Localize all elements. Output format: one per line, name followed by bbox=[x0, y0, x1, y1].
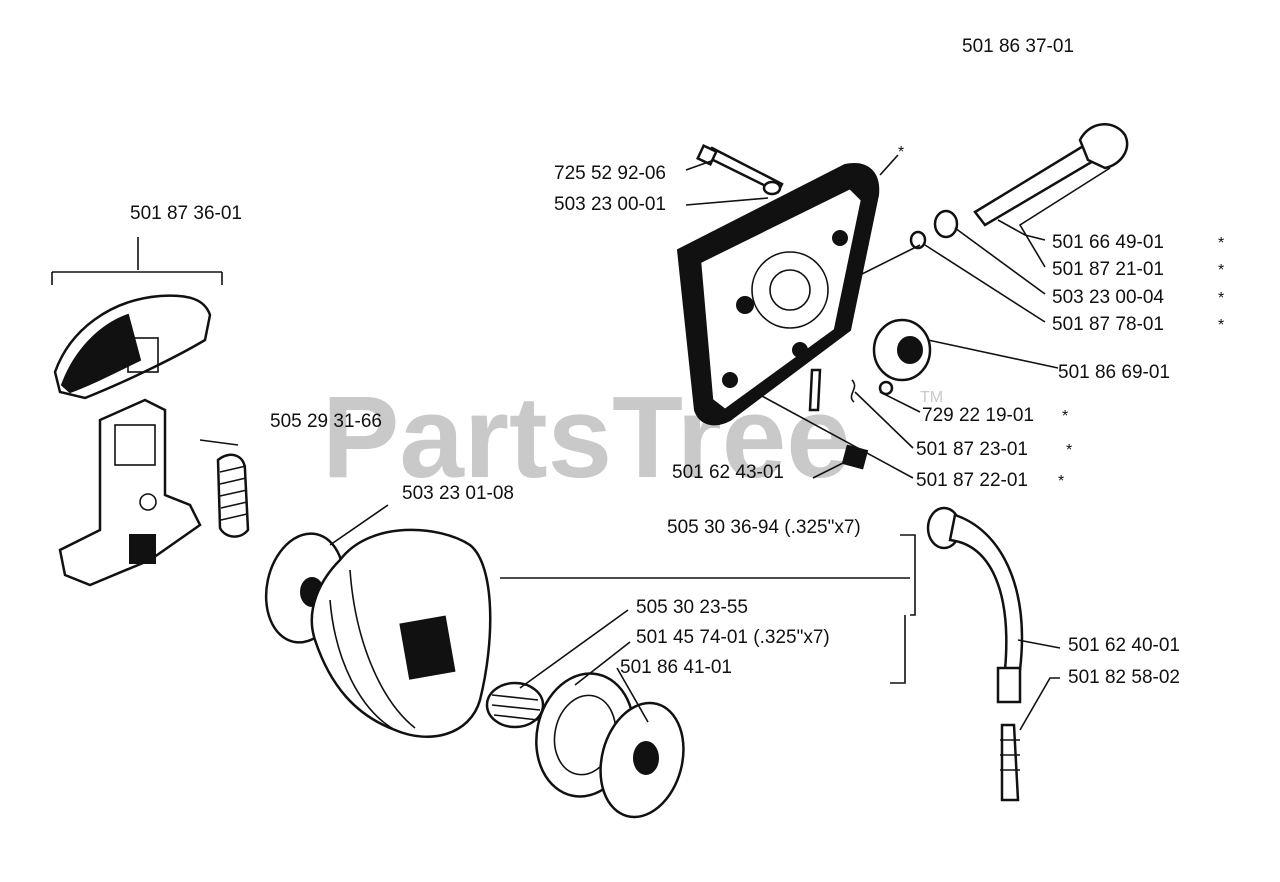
asterisk-pump-shaft: * bbox=[1218, 235, 1224, 252]
clutch-shoe-bottom bbox=[58, 398, 202, 587]
pump-shaft bbox=[973, 123, 1129, 227]
label-filter: 501 62 43-01 bbox=[672, 462, 784, 483]
leader-lines bbox=[51, 154, 1111, 731]
label-washer-3: 503 23 00-01 bbox=[554, 194, 666, 215]
asterisk-nut: * bbox=[1218, 317, 1224, 334]
label-assembly: 501 86 37-01 bbox=[962, 36, 1074, 57]
label-worm-gear: 501 86 69-01 bbox=[1058, 362, 1170, 383]
asterisk-washer-4: * bbox=[1218, 290, 1224, 307]
label-screw-2: 729 22 19-01 bbox=[922, 405, 1034, 426]
pump-washers bbox=[909, 209, 959, 250]
label-spring-2: 501 87 23-01 bbox=[916, 439, 1028, 460]
label-washer-4: 503 23 00-04 bbox=[1052, 287, 1164, 308]
housing-screw bbox=[696, 144, 784, 196]
label-pump-shaft: 501 66 49-01 bbox=[1052, 232, 1164, 253]
small-parts bbox=[808, 368, 894, 470]
label-pin: 501 87 22-01 bbox=[916, 470, 1028, 491]
label-washer: 503 23 01-08 bbox=[402, 483, 514, 504]
clutch-shoe-top bbox=[53, 294, 212, 400]
hose-nipple bbox=[1000, 723, 1020, 802]
label-clutch-shoe-assembly: 501 87 36-01 bbox=[130, 203, 242, 224]
label-spring: 505 29 31-66 bbox=[270, 411, 382, 432]
clutch-spring bbox=[216, 453, 250, 538]
label-screw: 725 52 92-06 bbox=[554, 163, 666, 184]
label-oil-hose: 501 62 40-01 bbox=[1068, 635, 1180, 656]
washer-sprocket bbox=[599, 701, 685, 819]
clutch-drum bbox=[310, 528, 492, 738]
oil-pump-housing bbox=[676, 163, 880, 426]
asterisk-housing: * bbox=[898, 144, 904, 161]
label-nut: 501 87 78-01 bbox=[1052, 314, 1164, 335]
needle-bearing bbox=[485, 681, 545, 729]
label-needle-bearing: 505 30 23-55 bbox=[636, 597, 748, 618]
watermark-trademark: TM bbox=[920, 389, 943, 406]
label-drum-option: 505 30 36-94 (.325"x7) bbox=[667, 517, 861, 538]
asterisk-pump-piston: * bbox=[1218, 262, 1224, 279]
label-washer-2: 501 86 41-01 bbox=[620, 657, 732, 678]
asterisk-spring-2: * bbox=[1066, 442, 1072, 459]
worm-gear bbox=[872, 318, 932, 382]
label-rim-sprocket: 501 45 74-01 (.325"x7) bbox=[636, 627, 830, 648]
asterisk-pin: * bbox=[1058, 473, 1064, 490]
label-nipple: 501 82 58-02 bbox=[1068, 667, 1180, 688]
label-pump-piston: 501 87 21-01 bbox=[1052, 259, 1164, 280]
asterisk-screw-2: * bbox=[1062, 408, 1068, 425]
oil-hose bbox=[926, 506, 1024, 704]
